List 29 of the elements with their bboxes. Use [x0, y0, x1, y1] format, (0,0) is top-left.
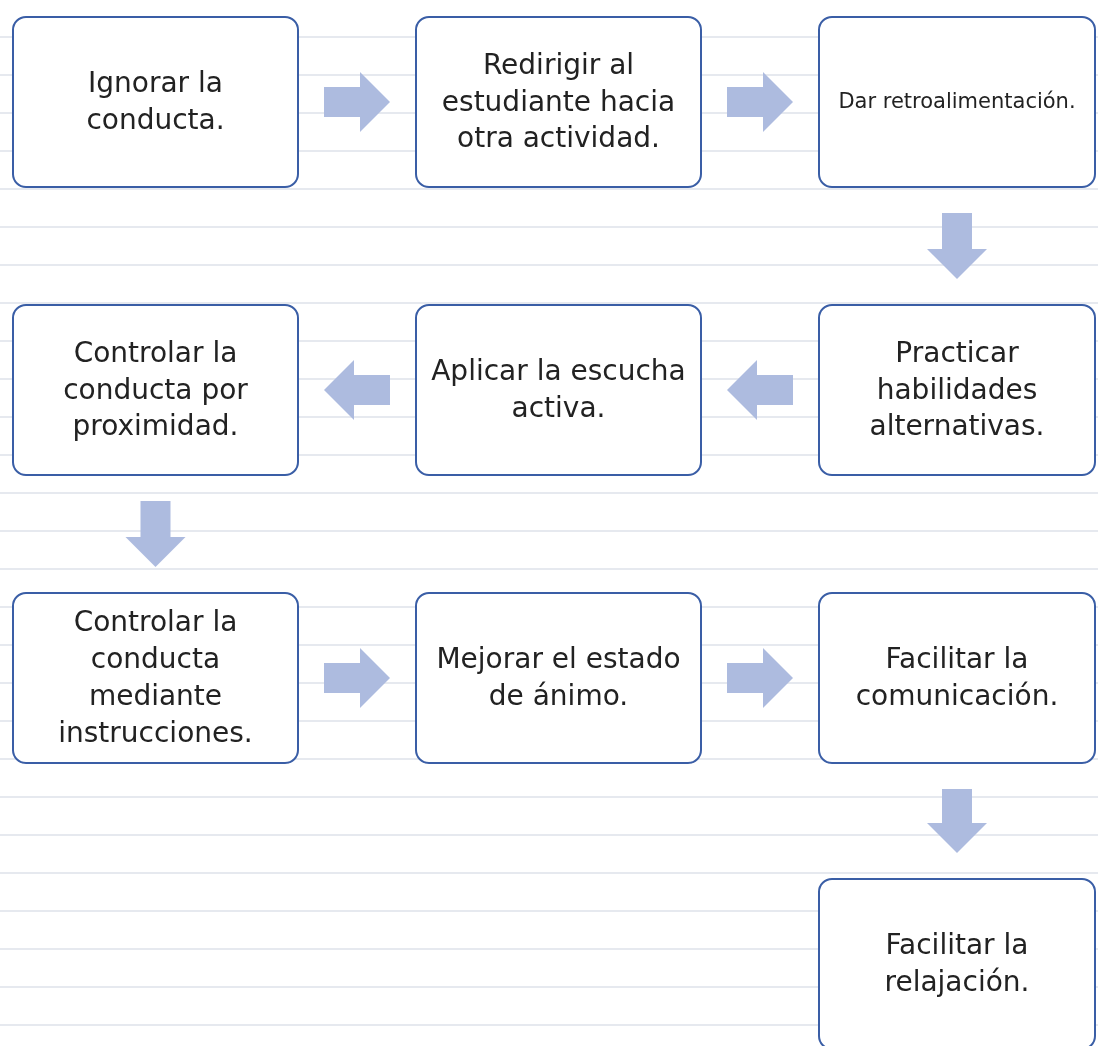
process-box — [818, 16, 1096, 188]
process-box — [818, 304, 1096, 476]
block-arrow — [927, 789, 987, 853]
box-text: Dar retroalimentación. — [838, 88, 1076, 116]
block-arrow — [324, 360, 390, 420]
block-arrow — [727, 360, 793, 420]
box-text: Facilitar la relajación. — [883, 927, 1031, 1000]
process-box — [818, 592, 1096, 764]
block-arrow — [727, 648, 793, 708]
box-text: Mejorar el estado de ánimo. — [435, 641, 682, 714]
box-text: Ignorar la conducta. — [85, 65, 226, 138]
process-box — [12, 304, 299, 476]
block-arrow — [125, 501, 186, 567]
process-box — [818, 878, 1096, 1046]
block-arrow — [927, 213, 987, 279]
block-arrow — [324, 72, 390, 132]
block-arrow — [727, 72, 793, 132]
process-box — [12, 592, 299, 764]
box-text: Practicar habilidades alternativas. — [868, 334, 1046, 445]
box-text: Controlar la conducta por proximidad. — [62, 334, 249, 445]
process-box — [415, 304, 702, 476]
block-arrow — [324, 648, 390, 708]
process-box — [415, 16, 702, 188]
box-text: Facilitar la comunicación. — [854, 641, 1060, 714]
box-text: Redirigir al estudiante hacia otra actividad. — [440, 46, 677, 157]
box-text: Controlar la conducta mediante instrucciones. — [57, 604, 254, 751]
process-box — [415, 592, 702, 764]
process-box — [12, 16, 299, 188]
box-text: Aplicar la escucha activa. — [430, 353, 687, 426]
